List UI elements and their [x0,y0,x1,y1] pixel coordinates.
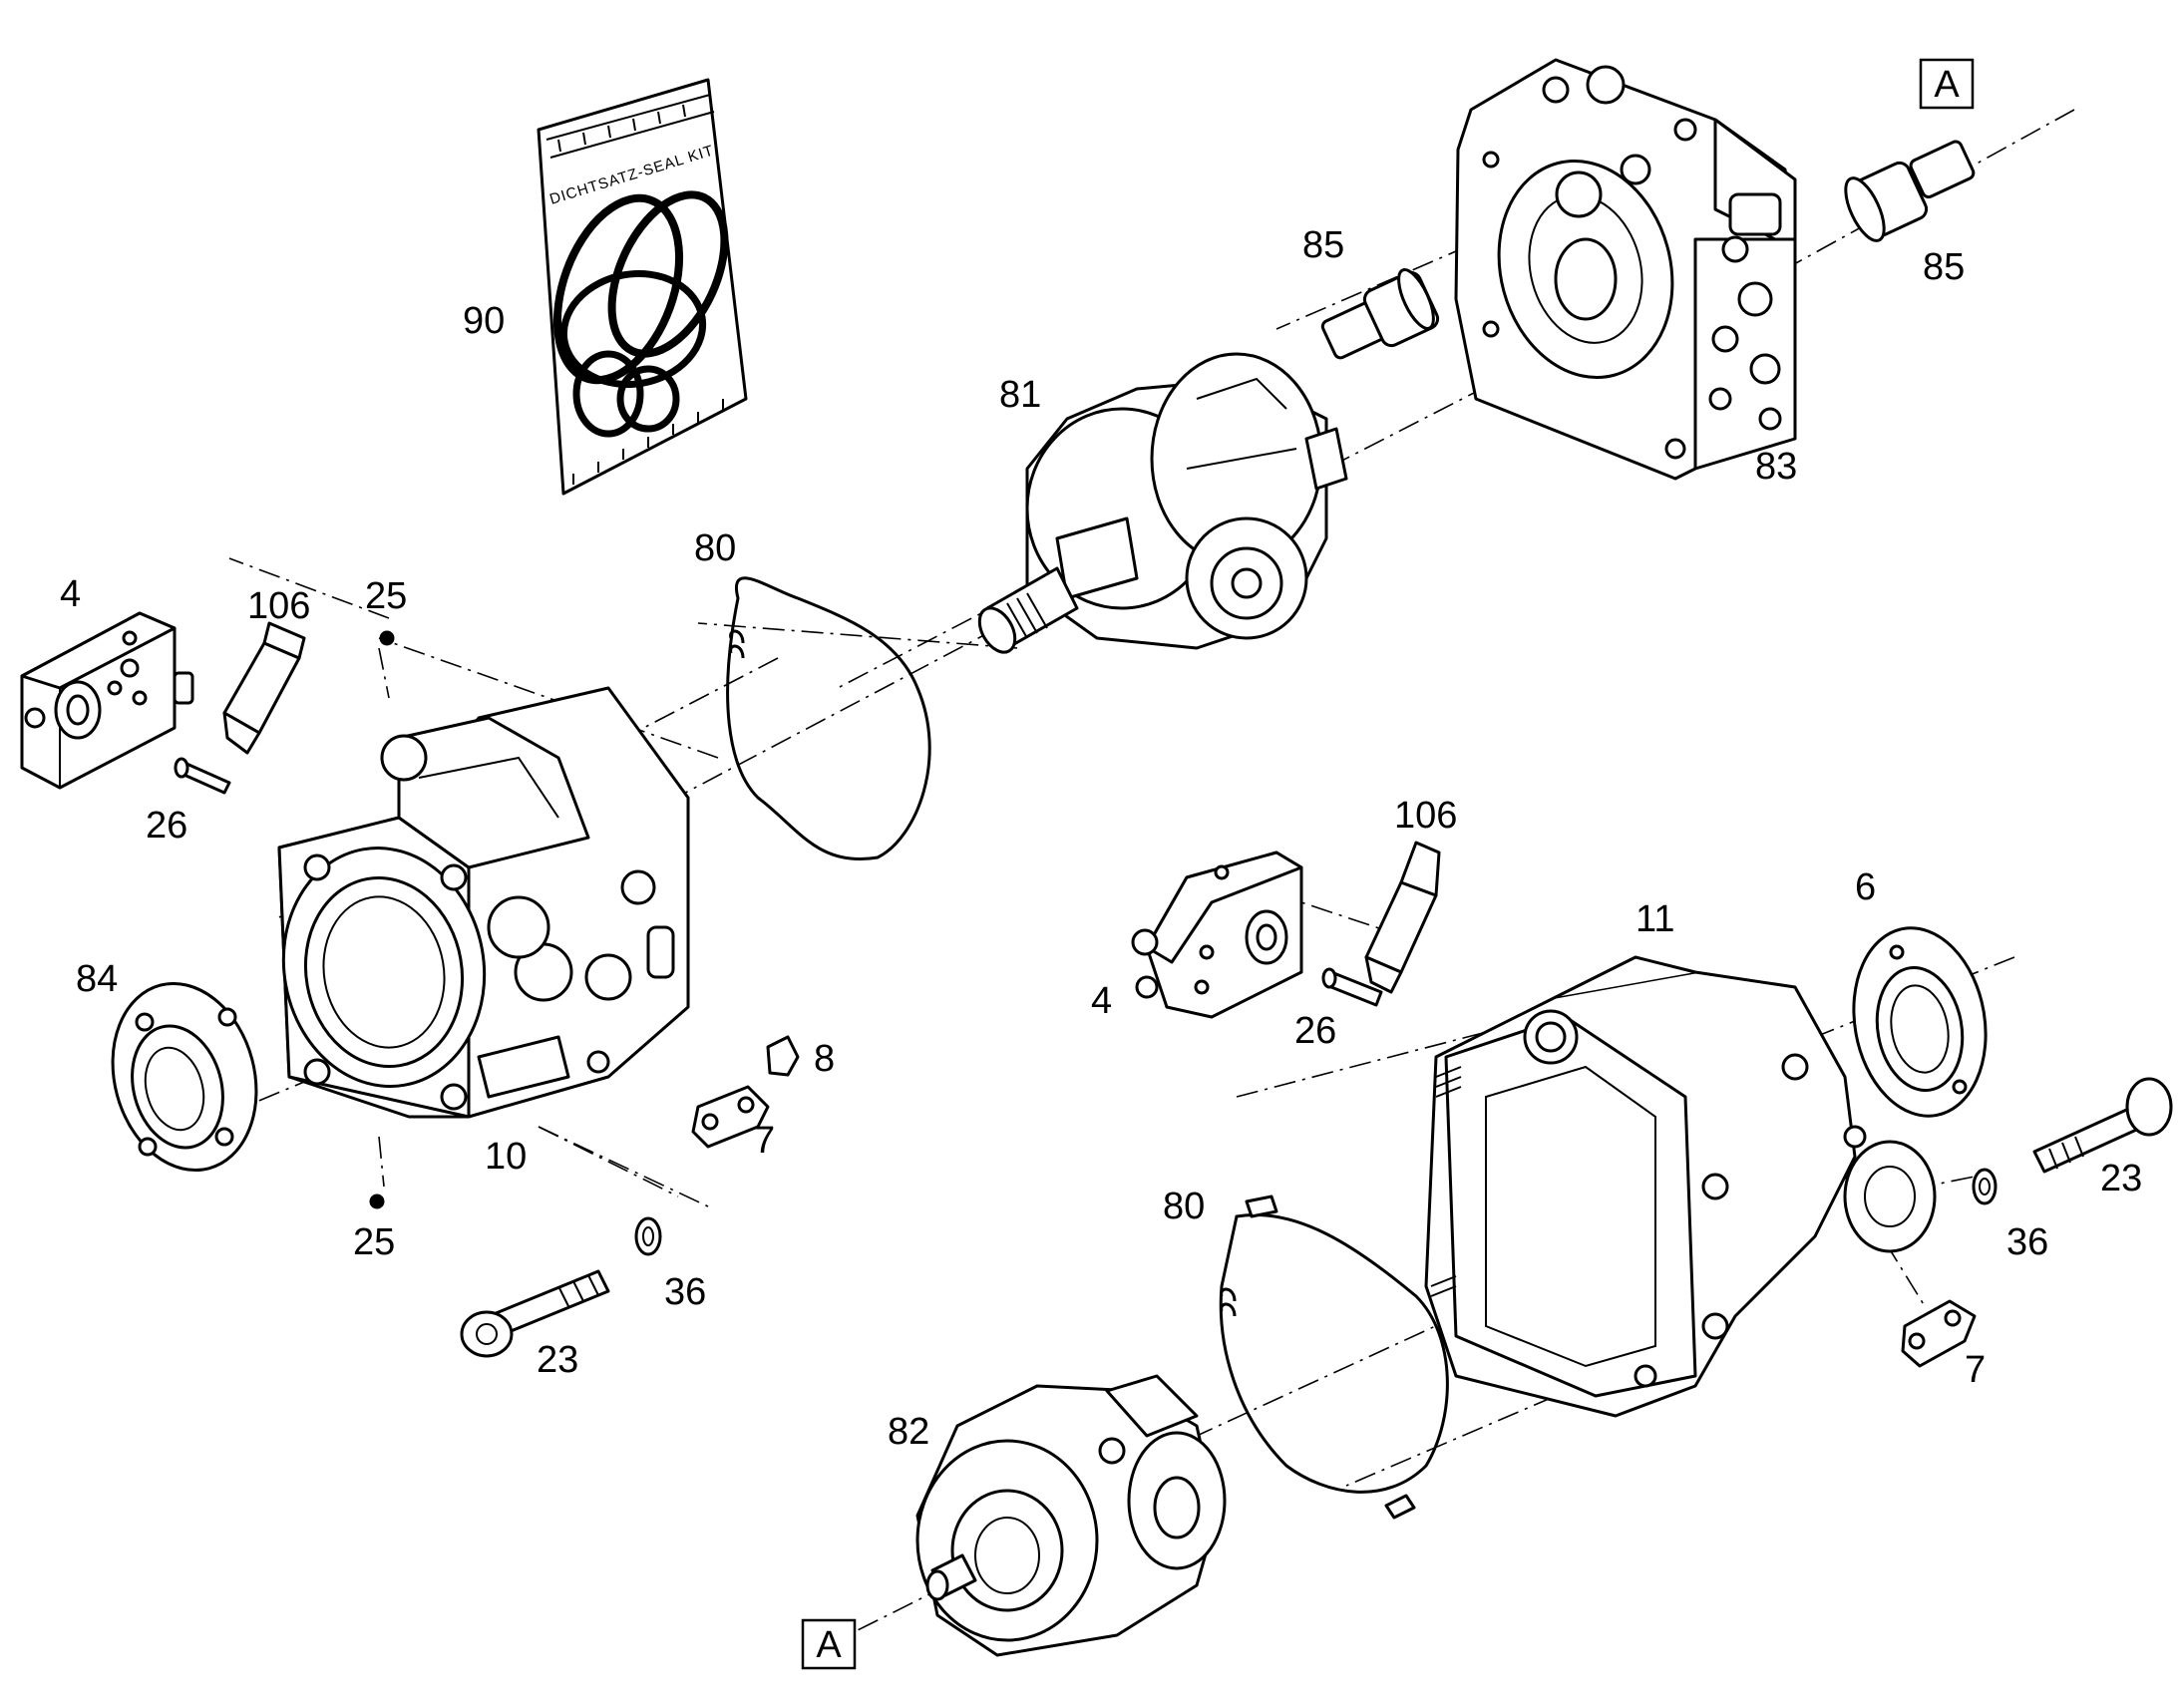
flange-cover-84 [111,981,258,1173]
callout-83: 83 [1755,446,1797,488]
callout-82: 82 [888,1411,929,1453]
bag-zipper-ticks [557,104,686,153]
callout-4-right: 4 [1091,980,1112,1022]
reference-a-bottom-text: A [816,1624,842,1666]
callout-36-left: 36 [664,1271,706,1313]
gasket-80-top [726,576,931,860]
callout-25-top: 25 [365,575,407,617]
callout-81: 81 [999,374,1041,416]
washer-36-left [634,1216,662,1256]
callout-23-right: 23 [2100,1158,2142,1199]
bag-bottom-ticks [572,399,724,485]
callout-23-left: 23 [537,1339,578,1381]
callout-4-top: 4 [60,573,81,615]
reference-box-a-top: A [1919,58,1975,110]
nut-8 [766,1035,800,1077]
callout-25-bottom: 25 [353,1221,395,1263]
callout-8: 8 [814,1038,835,1080]
callout-6: 6 [1855,866,1876,908]
callout-26-top: 26 [146,805,187,847]
rotating-group-82 [915,1374,1227,1657]
pin-26-top [174,757,231,795]
callout-36-right: 36 [2006,1221,2048,1263]
rotating-group-81 [977,352,1348,654]
plug-25-top [379,630,395,646]
relief-valve-85-left [1320,268,1440,360]
relief-valve-85-right [1844,140,1976,242]
callout-85-left: 85 [1302,224,1344,266]
cap-7-right [1901,1299,1977,1368]
cap-7-left [691,1085,770,1149]
callout-85-right: 85 [1923,246,1965,288]
callout-11: 11 [1635,898,1674,940]
callout-7-right: 7 [1965,1349,1986,1391]
callout-106-top: 106 [247,585,310,627]
callout-labels: 4 106 25 26 84 10 8 7 25 36 23 90 80 81 … [60,224,2142,1453]
gasket-80-bottom [1219,1195,1449,1520]
end-housing-83 [1454,58,1797,481]
housing-10 [277,686,690,1119]
housing-11 [1424,955,1937,1418]
flange-6 [1852,926,1988,1118]
sealant-tube-106-top [222,621,306,755]
valve-block-4-top [20,611,194,790]
sealant-tube-106-right [1364,841,1441,994]
callout-90: 90 [463,300,505,342]
pin-26-right [1321,967,1383,1007]
callout-7-left: 7 [754,1120,775,1162]
reference-a-top-text: A [1934,64,1960,106]
callout-10: 10 [485,1136,527,1178]
callout-80-bottom: 80 [1163,1186,1205,1227]
callout-26-right: 26 [1294,1010,1336,1052]
bolt-23-left [460,1269,610,1358]
plug-25-bottom [369,1194,385,1209]
bolt-23-right [2032,1077,2173,1174]
washer-36-right [1972,1168,1998,1205]
valve-block-4-right [1131,851,1303,1019]
output-shaft [977,566,1079,654]
seal-kit-bag: DICHTSATZ-SEAL KIT [537,78,748,496]
o-rings [552,190,729,438]
callout-80-top: 80 [694,527,736,569]
callout-84: 84 [76,958,118,1000]
callout-106-right: 106 [1394,795,1457,837]
stud-threads [1430,1066,1462,1297]
reference-box-a-bottom: A [801,1618,857,1670]
